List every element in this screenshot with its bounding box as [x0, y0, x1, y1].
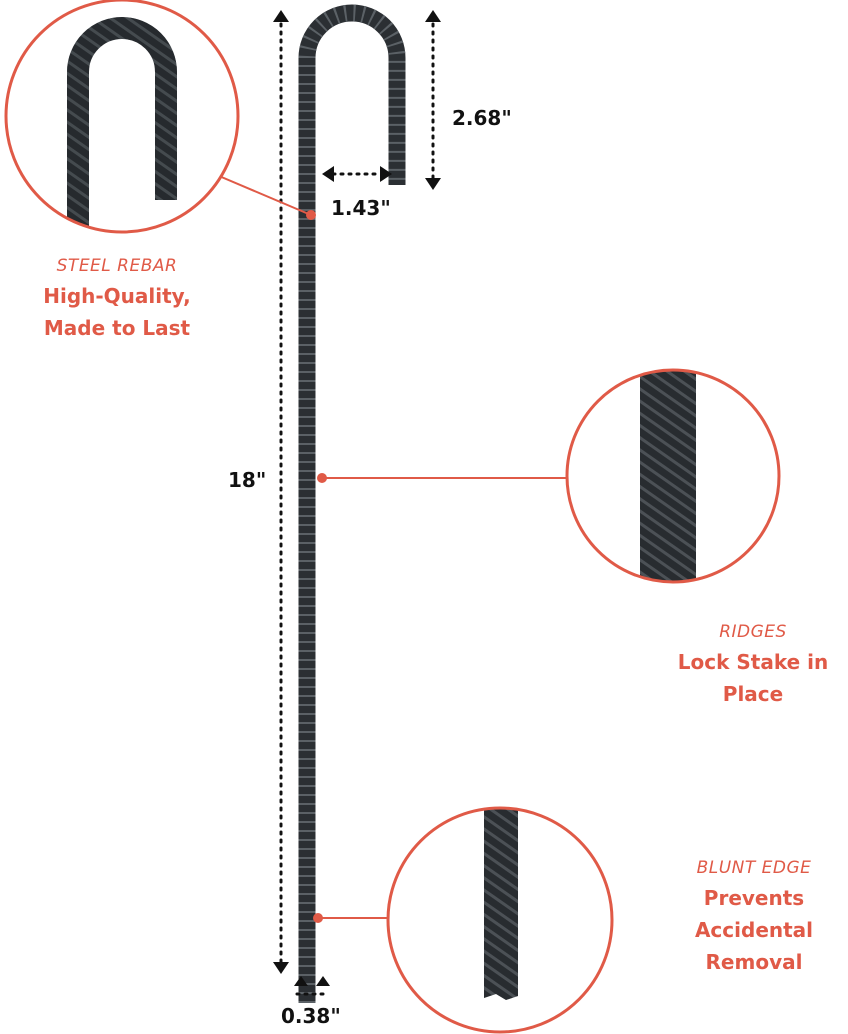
magnifier-blunt-edge-detail: [386, 806, 614, 1034]
diameter-dimension-marker: [294, 976, 330, 996]
hook-height-label: 2.68": [452, 106, 512, 130]
length-dimension-line: [273, 10, 289, 974]
connector-line-top: [211, 172, 312, 216]
callout-kicker: RIDGES: [719, 622, 787, 642]
hook-width-dimension-line: [322, 166, 392, 182]
callout-steel-rebar: STEEL REBAR High-Quality, Made to Last: [14, 256, 220, 344]
rebar-stake: [298, 4, 406, 1003]
magnifier-hook-detail: [4, 0, 240, 234]
callout-heading-line: Prevents: [703, 886, 805, 910]
callout-heading-line: High-Quality,: [43, 284, 191, 308]
connector-dot-top: [306, 210, 316, 220]
callout-heading-line: Made to Last: [43, 316, 191, 340]
callout-heading-line: Accidental: [694, 918, 814, 942]
callout-kicker: BLUNT EDGE: [696, 858, 812, 878]
connector-dot-bottom: [313, 913, 323, 923]
connector-dot-middle: [317, 473, 327, 483]
hook-width-label: 1.43": [331, 196, 391, 220]
callout-ridges: RIDGES Lock Stake in Place: [660, 622, 846, 710]
callout-kicker: STEEL REBAR: [56, 256, 178, 276]
magnifier-ridges-detail: [565, 368, 781, 584]
callout-heading-line: Lock Stake in: [677, 650, 829, 674]
callout-blunt-edge: BLUNT EDGE Prevents Accidental Removal: [664, 858, 844, 978]
diameter-label: 0.38": [281, 1004, 341, 1028]
callout-heading-line: Place: [722, 682, 784, 706]
callout-heading-line: Removal: [705, 950, 803, 974]
length-label: 18": [228, 468, 267, 492]
hook-height-dimension-line: [425, 10, 441, 190]
